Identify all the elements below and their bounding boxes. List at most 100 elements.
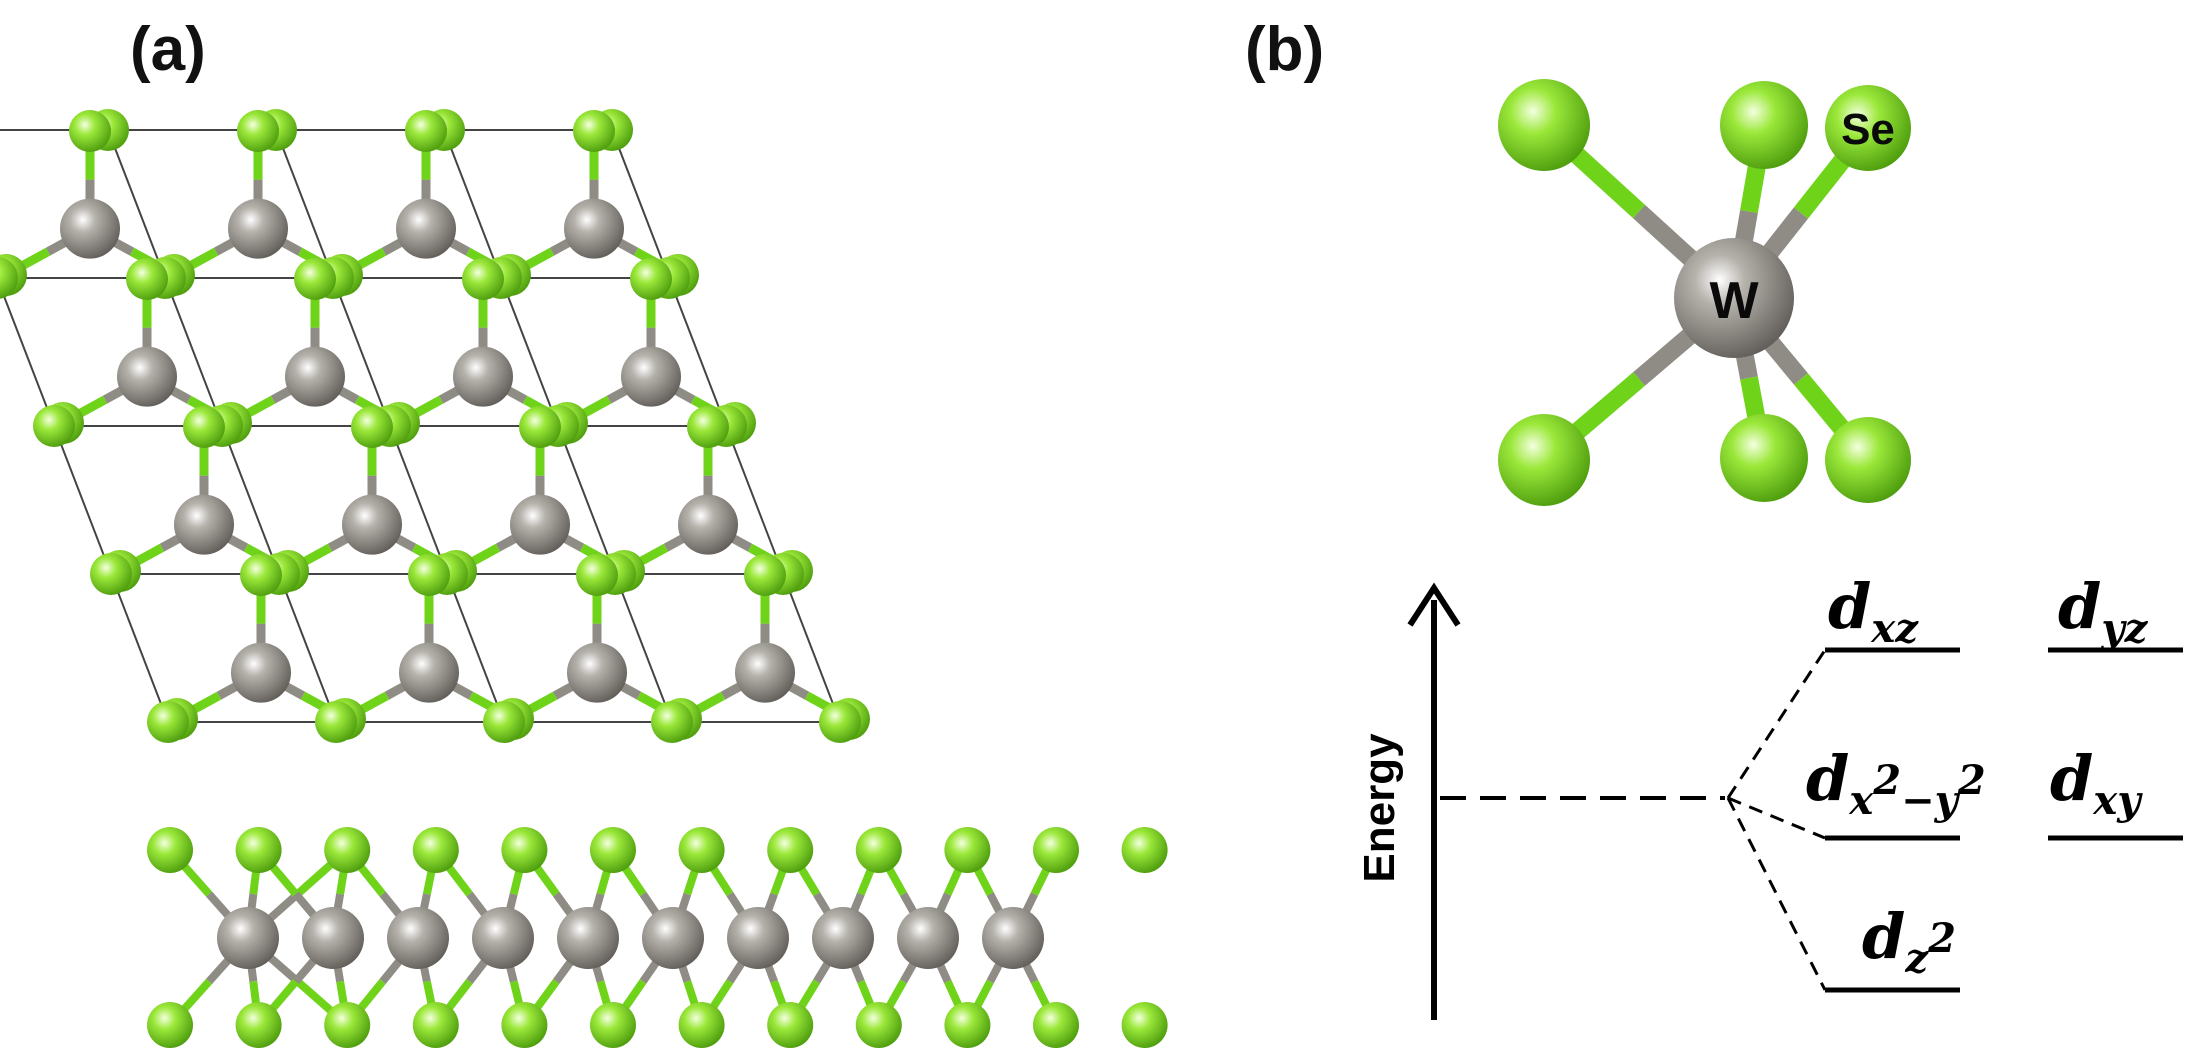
se-atom	[408, 554, 450, 596]
se-atom	[90, 553, 132, 595]
top-atoms	[0, 109, 870, 743]
se-atom	[33, 405, 75, 447]
se-atom	[462, 258, 504, 300]
se-atom	[630, 258, 672, 300]
se-atom	[573, 110, 615, 152]
w-atom	[453, 346, 513, 407]
se-atom	[235, 827, 282, 873]
se-atom	[324, 827, 371, 873]
split-connector-top	[1726, 649, 1827, 799]
se-atom-label: Se	[1841, 105, 1895, 154]
se-atom	[412, 827, 459, 873]
se-atom	[651, 701, 693, 743]
se-atom	[315, 701, 357, 743]
se-atom	[0, 257, 18, 299]
se-atom	[687, 406, 729, 448]
energy-axis-label: Energy	[1355, 733, 1404, 883]
w-atom	[342, 494, 402, 555]
se-atom	[590, 1002, 636, 1048]
w-atom	[60, 198, 120, 259]
se-atom	[519, 406, 561, 448]
se-atom	[944, 1002, 991, 1048]
label-dxy: dxy	[2050, 742, 2143, 824]
se-atom	[183, 406, 225, 448]
label-dxz: dxz	[1828, 570, 1919, 652]
octahedron-back-atoms	[1720, 81, 1911, 503]
se-atom	[744, 554, 786, 596]
top-view-lattice	[0, 109, 870, 743]
octahedron-front-atoms	[1498, 79, 1794, 506]
energy-axis-arrowhead	[1407, 582, 1461, 627]
se-atom	[294, 258, 336, 300]
label-dyz: dyz	[2058, 570, 2149, 652]
w-atom	[564, 198, 624, 259]
se-atom	[1121, 1002, 1168, 1048]
se-atom	[351, 406, 393, 448]
w-atom	[621, 346, 681, 407]
w-atom	[231, 642, 291, 703]
label-dz2: dz2	[1862, 900, 1956, 982]
w-atom	[1674, 238, 1794, 358]
se-atom	[1825, 417, 1911, 503]
w-atom	[678, 494, 738, 555]
w-atom	[735, 642, 795, 703]
se-atom	[235, 1002, 282, 1048]
w-atom	[557, 907, 619, 969]
se-atom	[147, 701, 189, 743]
se-atom	[412, 1002, 459, 1048]
se-atom	[69, 110, 111, 152]
split-connector-bottom	[1726, 797, 1827, 991]
se-atom	[147, 1002, 193, 1048]
se-atom	[1720, 81, 1808, 169]
se-atom	[501, 1002, 548, 1048]
side-view-lattice	[147, 827, 1168, 1048]
w-atom	[567, 642, 627, 703]
se-atom	[1498, 414, 1590, 506]
w-atom	[642, 907, 704, 969]
w-atom	[897, 907, 959, 969]
w-atom	[285, 346, 345, 407]
energy-level-diagram: Energy dxz dyz dx2−y2 dxy dz2	[1355, 570, 2183, 1020]
se-atom	[405, 110, 447, 152]
panel-label-b: (b)	[1245, 15, 1324, 84]
w-atom	[174, 494, 234, 555]
w-atom	[396, 198, 456, 259]
split-connector-middle	[1727, 796, 1826, 840]
panel-label-a: (a)	[130, 15, 206, 84]
se-atom	[1720, 414, 1808, 502]
w-atom	[472, 907, 534, 969]
se-atom	[237, 110, 279, 152]
w-atom	[228, 198, 288, 259]
se-atom	[1498, 79, 1590, 171]
se-atom	[1825, 85, 1911, 171]
w-atom	[727, 907, 789, 969]
se-atom	[855, 827, 902, 873]
se-atom	[855, 1002, 902, 1048]
w-atom	[982, 907, 1044, 969]
se-atom	[126, 258, 168, 300]
label-dx2-y2: dx2−y2	[1806, 742, 1986, 824]
se-atom	[590, 827, 636, 873]
w-atom	[217, 907, 279, 969]
se-atom	[1033, 827, 1079, 873]
w-atom	[117, 346, 177, 407]
se-atom	[767, 827, 814, 873]
w-atom	[387, 907, 449, 969]
se-atom	[819, 701, 861, 743]
se-atom	[767, 1002, 814, 1048]
se-atom	[678, 827, 725, 873]
wse6-octahedron: W Se	[1498, 79, 1911, 506]
se-atom	[483, 701, 525, 743]
w-atom	[510, 494, 570, 555]
w-atom	[812, 907, 874, 969]
se-atom	[944, 827, 991, 873]
se-atom	[324, 1002, 371, 1048]
w-atom	[302, 907, 364, 969]
se-atom	[1033, 1002, 1079, 1048]
w-atom	[399, 642, 459, 703]
se-atom	[501, 827, 548, 873]
se-atom	[678, 1002, 725, 1048]
se-atom	[576, 554, 618, 596]
w-atom-label: W	[1709, 272, 1759, 330]
